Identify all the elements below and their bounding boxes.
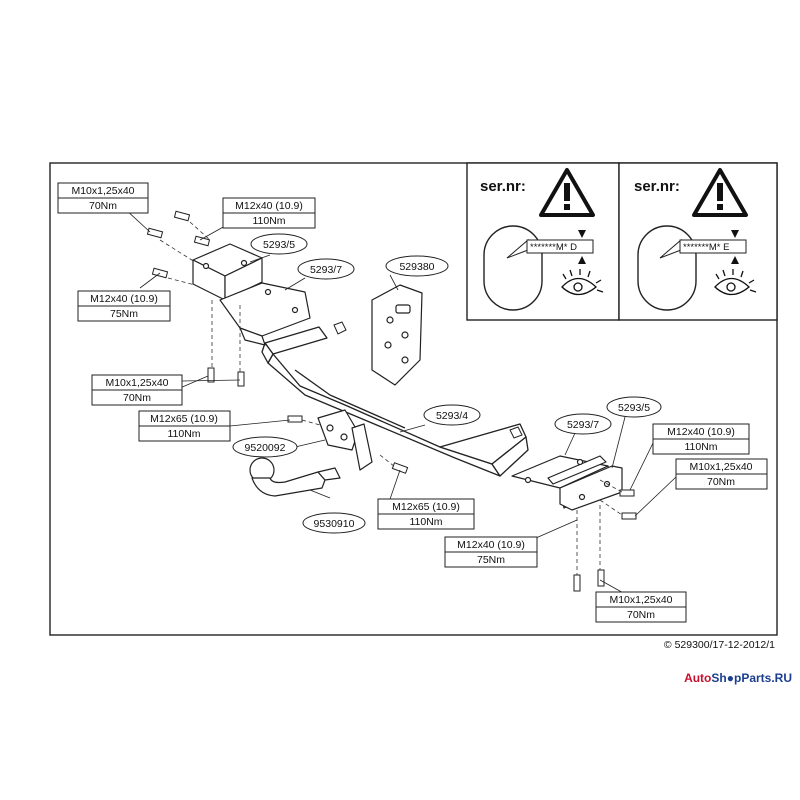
diagram-frame: [49, 162, 778, 636]
serial-code: *******M* E: [683, 242, 729, 253]
watermark-part2: Sh: [711, 671, 726, 685]
leader-lines: [124, 208, 677, 601]
part-label-3: 529380: [385, 255, 449, 277]
bolt-torque: 70Nm: [627, 609, 655, 621]
warning-triangle-icon: [692, 168, 748, 217]
part-label-8: 5293/5: [606, 396, 662, 418]
bolt-spec: M10x1,25x40: [105, 377, 168, 389]
bolt-spec: M12x40 (10.9): [235, 200, 303, 212]
arrow-up-icon: [731, 256, 739, 264]
bolt-torque: 110Nm: [167, 428, 200, 440]
bolt-spec: M12x40 (10.9): [90, 293, 158, 305]
part-number: 5293/5: [263, 239, 295, 251]
part-number: 5293/5: [618, 402, 650, 414]
bolt-torque: 70Nm: [707, 476, 735, 488]
bolt-label-4: M10x1,25x40 70Nm: [91, 374, 183, 406]
serial-box-title: ser.nr:: [634, 178, 680, 195]
left-side-plate: [219, 282, 311, 346]
part-number: 9520092: [245, 442, 286, 454]
bolt-label-3: M12x40 (10.9) 75Nm: [77, 290, 171, 322]
bolt-torque: 70Nm: [123, 392, 151, 404]
serial-box-2: ser.nr: *******M* E: [618, 162, 778, 321]
watermark-logo: AutoSh●pParts.RU: [684, 671, 792, 685]
document-id: © 529300/17-12-2012/1: [664, 639, 775, 651]
serial-code: *******M* D: [530, 242, 577, 253]
part-label-5: 9520092: [232, 436, 298, 458]
bolt-label-8: M10x1,25x40 70Nm: [675, 458, 768, 490]
bolt-spec: M12x40 (10.9): [667, 426, 735, 438]
arrow-down-icon: [578, 230, 586, 238]
part-label-4: 5293/4: [423, 404, 481, 426]
bolt-label-10: M10x1,25x40 70Nm: [595, 591, 687, 623]
ball-mount-plate: [317, 409, 373, 471]
bolt-spec: M12x65 (10.9): [150, 413, 218, 425]
watermark-o-icon: ●: [727, 671, 734, 685]
part-label-6: 9530910: [302, 512, 366, 534]
part-label-1: 5293/5: [250, 233, 308, 255]
plate-outline: [483, 225, 543, 311]
bolt-torque: 75Nm: [477, 554, 505, 566]
bolt-torque: 75Nm: [110, 308, 138, 320]
part-label-2: 5293/7: [297, 258, 355, 280]
tow-ball: [249, 457, 341, 497]
bolt-torque: 110Nm: [684, 441, 717, 453]
warning-triangle-icon: [539, 168, 595, 217]
svg-text:AutoSh●pParts.RU: AutoSh●pParts.RU: [684, 671, 792, 685]
part-number: 5293/4: [436, 410, 468, 422]
bolt-spec: M12x40 (10.9): [457, 539, 525, 551]
part-number: 5293/7: [567, 419, 599, 431]
bolt-label-9: M12x40 (10.9) 75Nm: [444, 536, 538, 568]
assembly-guide-lines: [159, 221, 623, 575]
bolt-torque: 110Nm: [409, 516, 442, 528]
bolts: [146, 210, 637, 592]
bolt-spec: M12x65 (10.9): [392, 501, 460, 513]
serial-box-title: ser.nr:: [480, 178, 526, 195]
bolt-label-7: M12x40 (10.9) 110Nm: [652, 423, 750, 455]
eye-icon: [561, 269, 604, 296]
eye-icon: [714, 269, 757, 296]
bolt-spec: M10x1,25x40: [71, 185, 134, 197]
bolt-spec: M10x1,25x40: [689, 461, 752, 473]
bolt-label-1: M10x1,25x40 70Nm: [57, 182, 149, 214]
bolt-label-5: M12x65 (10.9) 110Nm: [138, 410, 231, 442]
bolt-label-2: M12x40 (10.9) 110Nm: [222, 197, 316, 229]
watermark-part3: pParts.RU: [734, 671, 792, 685]
serial-box-1: ser.nr: *******M* D: [466, 162, 620, 321]
arrow-up-icon: [578, 256, 586, 264]
main-crossbar: [261, 326, 529, 477]
bolt-torque: 110Nm: [252, 215, 285, 227]
electrical-bracket-529380: [371, 284, 423, 386]
arrow-down-icon: [731, 230, 739, 238]
watermark-part1: Auto: [684, 671, 711, 685]
part-number: 529380: [399, 261, 434, 273]
part-number: 9530910: [314, 518, 355, 530]
bolt-label-6: M12x65 (10.9) 110Nm: [377, 498, 475, 530]
part-label-7: 5293/7: [554, 413, 612, 435]
bolt-torque: 70Nm: [89, 200, 117, 212]
left-bracket: [192, 243, 263, 301]
part-number: 5293/7: [310, 264, 342, 276]
plate-outline: [637, 225, 697, 311]
bolt-spec: M10x1,25x40: [609, 594, 672, 606]
